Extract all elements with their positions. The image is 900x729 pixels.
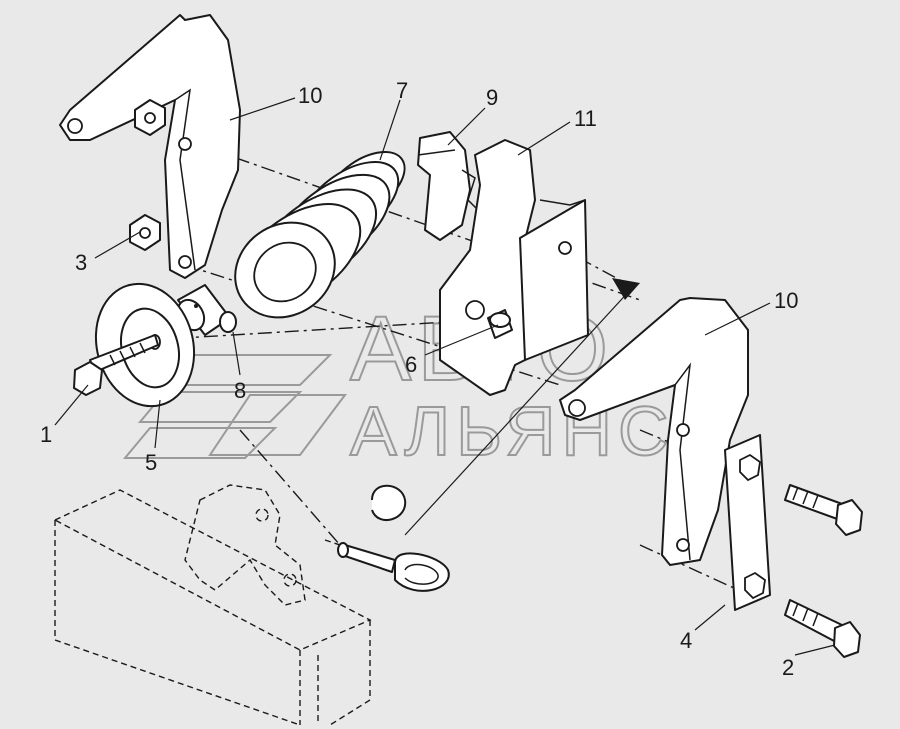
callout-10-lower: 10 — [774, 288, 798, 313]
callout-11: 11 — [574, 106, 597, 131]
callout-9: 9 — [486, 85, 498, 110]
coil-spring — [234, 151, 406, 319]
latch-bracket — [439, 139, 589, 396]
leader-lines — [54, 97, 836, 656]
callout-6: 6 — [405, 352, 417, 377]
lever-plate-upper — [59, 14, 241, 279]
callout-1: 1 — [40, 422, 52, 447]
callout-3: 3 — [75, 250, 87, 275]
callout-5: 5 — [145, 450, 157, 475]
snap-ring — [371, 484, 407, 521]
nut-upper — [134, 99, 166, 136]
bolt-right-upper — [784, 484, 863, 536]
spring-clip — [417, 131, 479, 241]
callout-2: 2 — [782, 655, 794, 680]
nut-lower — [129, 214, 161, 251]
retainer-strip — [724, 434, 771, 611]
callout-10-upper: 10 — [298, 83, 322, 108]
direction-arrow — [404, 278, 640, 536]
bolt-left — [73, 334, 159, 396]
callout-7: 7 — [396, 78, 408, 103]
callout-8: 8 — [234, 378, 246, 403]
lock-pin — [337, 542, 450, 592]
lever-plate-lower — [559, 297, 749, 566]
callout-4: 4 — [680, 628, 692, 653]
callout-labels: 1 2 3 4 5 6 7 8 9 10 10 11 — [40, 78, 798, 680]
bolt-right-lower — [784, 599, 861, 658]
phantom-bracket-block — [53, 484, 372, 726]
